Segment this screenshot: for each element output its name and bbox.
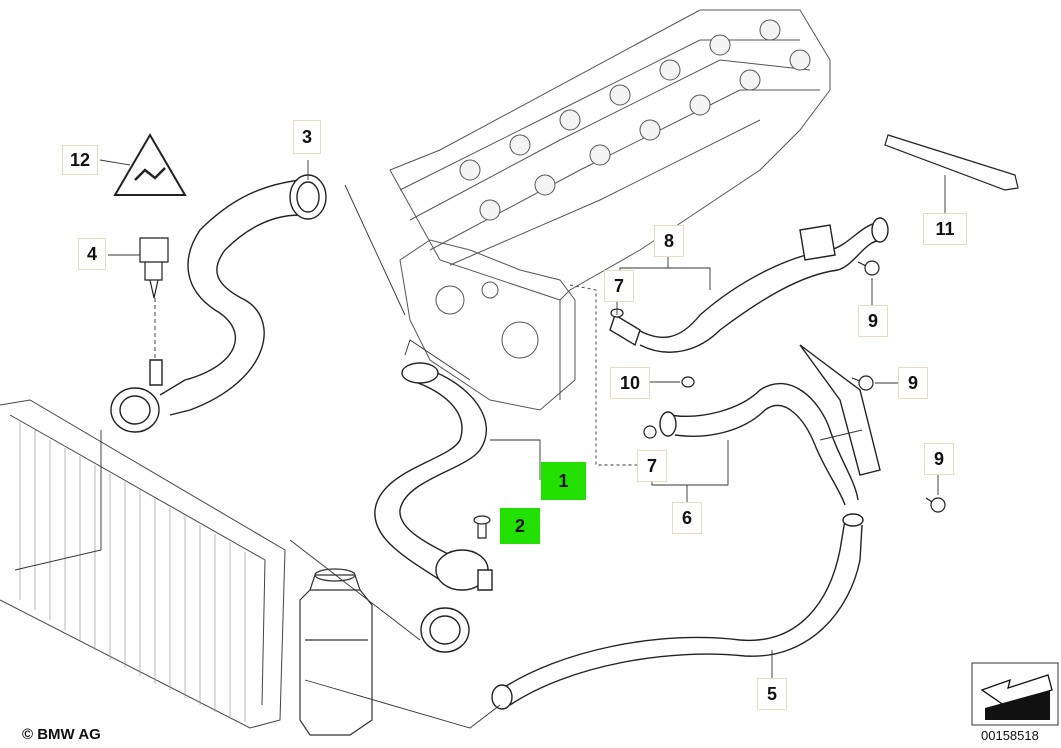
callout-9-top: 9 bbox=[858, 305, 888, 337]
callout-5: 5 bbox=[757, 678, 787, 710]
warning-sign-12 bbox=[113, 133, 187, 196]
callout-2: 2 bbox=[500, 508, 540, 544]
callout-10: 10 bbox=[610, 367, 650, 399]
cable-tie-11 bbox=[884, 134, 1019, 191]
callout-3: 3 bbox=[293, 120, 321, 154]
hose-1 bbox=[374, 362, 493, 653]
callout-9-middle: 9 bbox=[898, 367, 928, 399]
callout-8: 8 bbox=[654, 225, 684, 257]
hose-6 bbox=[659, 344, 881, 506]
hose-5 bbox=[491, 513, 864, 710]
seal-7-b bbox=[643, 425, 657, 439]
callout-9-bottom: 9 bbox=[924, 443, 954, 475]
callout-7-upper: 7 bbox=[604, 270, 634, 302]
expansion-tank bbox=[299, 568, 373, 736]
plug-10 bbox=[681, 376, 695, 388]
direction-arrow-icon bbox=[971, 662, 1059, 726]
engine-cylinder-head bbox=[389, 9, 831, 411]
callout-4: 4 bbox=[78, 238, 106, 270]
sensor-4 bbox=[139, 237, 169, 299]
callout-11: 11 bbox=[923, 213, 967, 245]
callout-1: 1 bbox=[541, 462, 586, 500]
callout-7-lower: 7 bbox=[637, 450, 667, 482]
callout-12: 12 bbox=[62, 145, 98, 175]
screw-2 bbox=[473, 515, 491, 539]
radiator bbox=[0, 399, 286, 729]
bolt-9-a bbox=[857, 260, 880, 276]
bolt-9-c bbox=[925, 497, 946, 513]
hose-8 bbox=[609, 217, 889, 353]
callout-6: 6 bbox=[672, 502, 702, 534]
copyright-text: © BMW AG bbox=[22, 726, 101, 743]
hose-3 bbox=[110, 174, 327, 433]
bolt-9-b bbox=[851, 375, 874, 391]
leader-lines bbox=[14, 159, 946, 729]
diagram-number: 00158518 bbox=[981, 728, 1039, 743]
